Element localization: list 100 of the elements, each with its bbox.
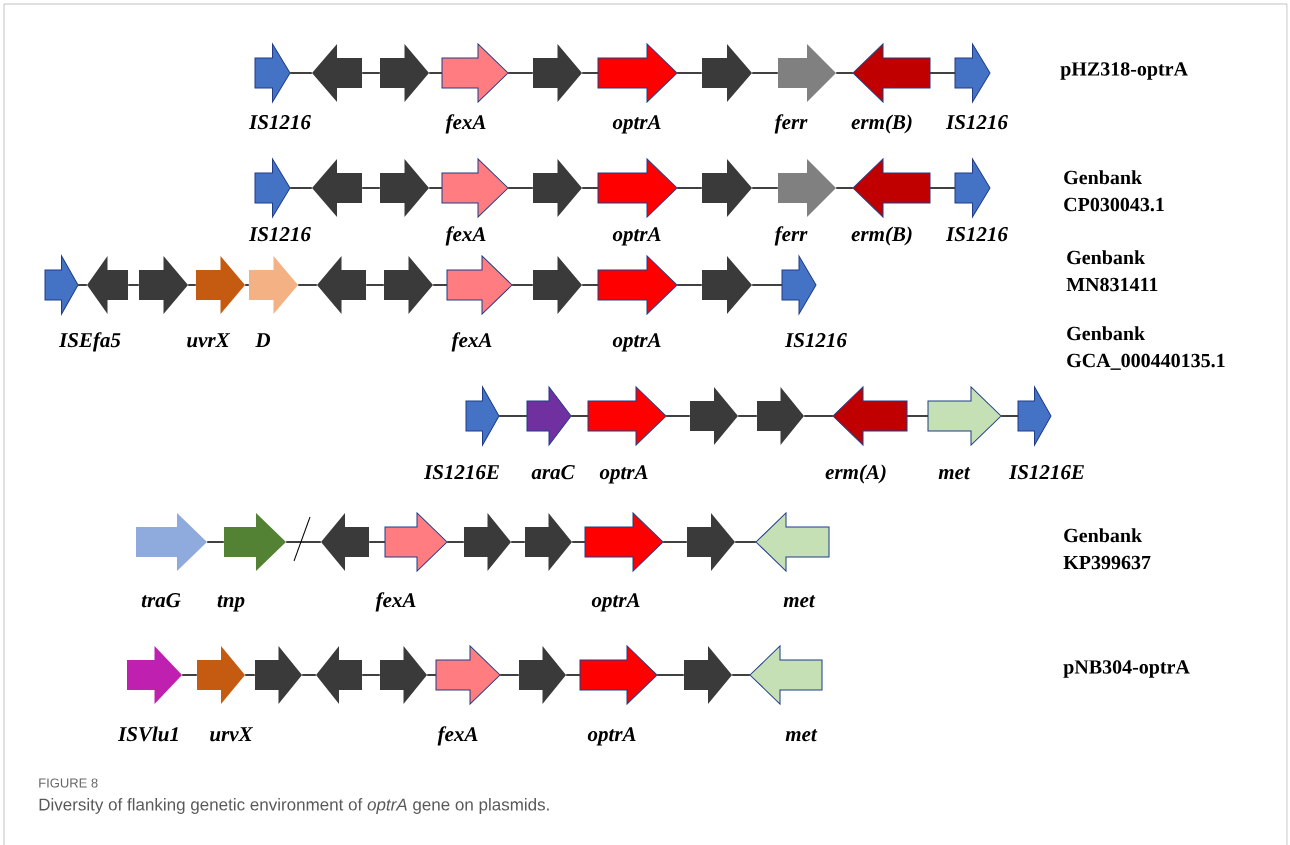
backbone-line <box>361 187 381 189</box>
backbone-line <box>1000 415 1019 417</box>
backbone-line <box>662 541 688 543</box>
backbone-line <box>446 541 465 543</box>
gene-label: erm(B) <box>851 114 912 134</box>
gene-symbol <box>380 44 429 102</box>
backbone-line <box>361 674 381 676</box>
gene-label: erm(B) <box>851 226 912 246</box>
backbone-line <box>432 284 448 286</box>
backbone-line <box>368 541 386 543</box>
gene-label: IS1216 <box>945 115 1008 130</box>
gene-label: met <box>783 595 816 608</box>
gene-label: met <box>785 729 818 742</box>
gene-label: tnp <box>217 595 245 612</box>
backbone-line <box>206 541 225 543</box>
gene-label: erm(A) <box>825 464 886 484</box>
gene-label: optrA <box>591 593 640 612</box>
gene-symbol <box>525 513 572 571</box>
gene-label: IS1216 <box>945 227 1008 242</box>
backbone-line <box>835 72 854 74</box>
gene-symbol <box>321 513 369 571</box>
backbone-line <box>365 284 385 286</box>
backbone-line <box>127 284 140 286</box>
gene-label: fexA <box>375 592 416 612</box>
backbone-line <box>929 187 956 189</box>
backbone-line <box>301 674 317 676</box>
backbone-line <box>734 541 757 543</box>
gene-symbol <box>316 646 362 704</box>
track-label: Genbank GCA_000440135.1 <box>1067 326 1225 370</box>
track-label: Genbank CP030043.1 <box>1064 170 1164 212</box>
backbone-line <box>181 674 198 676</box>
gene-label: optrA <box>587 727 636 746</box>
backbone-line <box>751 284 783 286</box>
gene-label: optrA <box>599 465 648 484</box>
backbone-line <box>570 415 589 417</box>
backbone-line <box>507 187 534 189</box>
gene-symbol <box>519 646 566 704</box>
track-label: pNB304-optrA <box>1063 660 1190 678</box>
gene-symbol <box>139 256 188 314</box>
gene-label: fexA <box>445 114 486 134</box>
backbone-line <box>665 415 691 417</box>
backbone-line <box>581 72 599 74</box>
backbone-line <box>507 72 534 74</box>
gene-symbol <box>533 44 582 102</box>
figure-number: FIGURE 8 <box>39 778 98 788</box>
backbone-line <box>426 674 437 676</box>
gene-label: met <box>938 467 971 480</box>
gene-label: fexA <box>437 726 478 746</box>
backbone-line <box>751 72 779 74</box>
backbone-line <box>581 284 599 286</box>
gene-symbol <box>757 387 804 445</box>
gene-symbol <box>702 256 752 314</box>
gene-symbol <box>317 256 366 314</box>
gene-symbol <box>687 513 735 571</box>
gene-symbol <box>87 256 128 314</box>
backbone-line <box>676 187 703 189</box>
gene-label: ferr <box>774 114 808 134</box>
gene-label: ferr <box>774 226 808 246</box>
gene-label: D <box>255 333 271 348</box>
gene-label: urvX <box>210 727 254 742</box>
gene-symbol <box>255 646 302 704</box>
backbone-line <box>297 284 318 286</box>
gene-label: IS1216E <box>1008 465 1084 480</box>
backbone-line <box>428 72 443 74</box>
gene-symbol <box>684 646 732 704</box>
backbone-line <box>498 415 528 417</box>
backbone-line <box>428 187 443 189</box>
gene-label: traG <box>141 593 181 608</box>
track-label: Genbank MN831411 <box>1066 250 1158 292</box>
backbone-line <box>676 284 703 286</box>
gene-symbol <box>380 159 429 217</box>
gene-label: ISVlu1 <box>117 726 178 742</box>
gene-symbol <box>702 159 752 217</box>
backbone-line <box>929 72 956 74</box>
backbone-line <box>511 284 534 286</box>
backbone-line <box>285 541 322 543</box>
gene-symbol <box>380 646 427 704</box>
gene-label: fexA <box>445 226 486 246</box>
backbone-line <box>77 284 88 286</box>
gene-label: optrA <box>612 333 661 352</box>
gene-label: uvrX <box>187 333 231 348</box>
gene-symbol <box>533 159 582 217</box>
backbone-line <box>289 72 313 74</box>
backbone-line <box>731 674 751 676</box>
gene-label: optrA <box>612 227 661 246</box>
gene-label: IS1216 <box>784 333 847 348</box>
track-label: pHZ318-optrA <box>1060 62 1188 80</box>
backbone-line <box>289 187 313 189</box>
gene-label: IS1216E <box>423 465 499 480</box>
gene-label: ISEfa5 <box>58 332 121 352</box>
gene-label: optrA <box>612 115 661 134</box>
backbone-line <box>737 415 758 417</box>
backbone-line <box>244 284 250 286</box>
gene-symbol <box>384 256 433 314</box>
gene-label: IS1216 <box>248 115 311 130</box>
backbone-line <box>803 415 834 417</box>
backbone-line <box>244 674 256 676</box>
backbone-line <box>581 187 599 189</box>
gene-label: araC <box>531 465 575 480</box>
backbone-line <box>656 674 685 676</box>
